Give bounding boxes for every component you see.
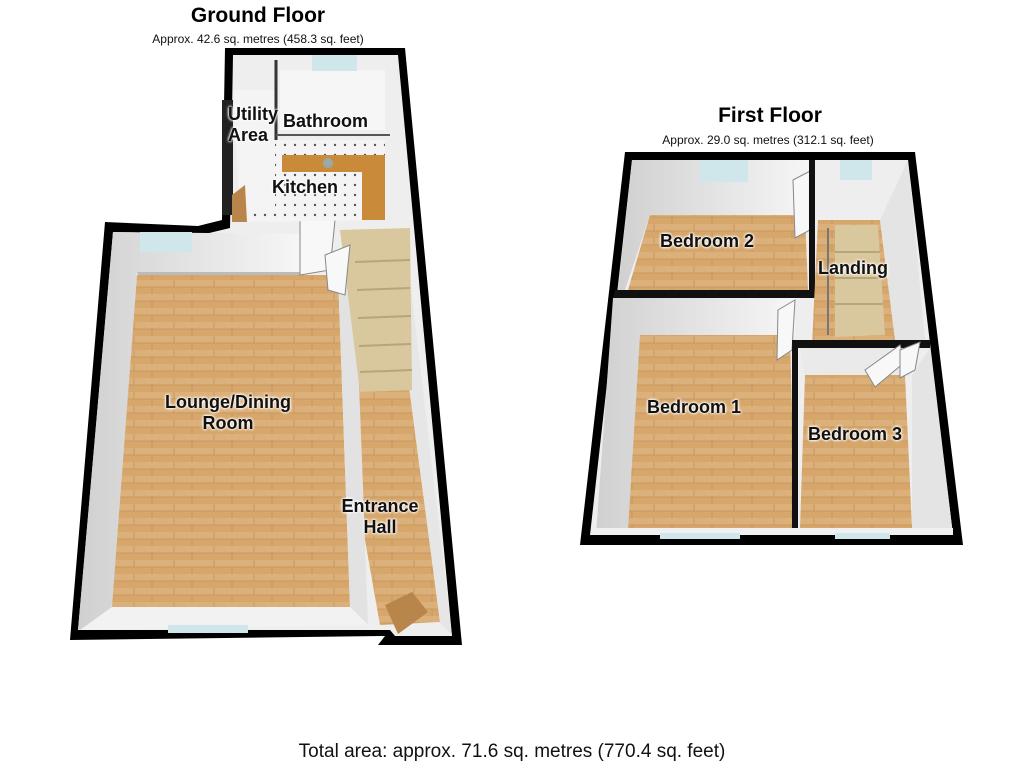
ground-staircase: [340, 228, 413, 392]
room-label-landing: Landing: [818, 258, 888, 278]
lounge-walls: [78, 232, 300, 630]
kitchen-sink: [323, 158, 333, 168]
ground-floor-plan: [70, 48, 462, 645]
hall-door: [324, 244, 351, 296]
room-label-lounge-dining: Lounge/Dining Room: [148, 392, 308, 434]
lounge-floor: [112, 275, 350, 607]
room-label-lounge-line1: Lounge/Dining: [165, 392, 291, 412]
room-label-entrance-line2: Hall: [363, 517, 397, 537]
bedroom3-window: [835, 533, 890, 539]
first-floor-area: Approx. 29.0 sq. metres (312.1 sq. feet): [662, 133, 874, 147]
lounge-window-top: [140, 232, 192, 252]
entrance-door: [385, 592, 428, 634]
bedroom2-window: [700, 160, 748, 182]
room-label-entrance-line1: Entrance: [341, 496, 419, 516]
room-label-bathroom: Bathroom: [283, 111, 368, 131]
room-label-entrance-hall: Entrance Hall: [330, 496, 430, 538]
utility-floor: [233, 90, 275, 215]
total-area: Total area: approx. 71.6 sq. metres (770…: [298, 741, 726, 762]
room-label-bedroom1: Bedroom 1: [647, 397, 742, 417]
ground-floor-area: Approx. 42.6 sq. metres (458.3 sq. feet): [152, 32, 364, 46]
landing-window: [840, 160, 872, 180]
room-label-utility-area: Utility Area: [228, 104, 278, 146]
room-label-kitchen: Kitchen: [272, 177, 339, 197]
bedroom1-window: [660, 533, 740, 539]
bedroom1-floor: [628, 335, 795, 528]
bathroom-floor: [280, 70, 385, 130]
bedroom2-floor: [628, 215, 808, 290]
kitchen-worktop: [282, 155, 385, 172]
ground-floor-title: Ground Floor: [190, 4, 326, 27]
bathroom-window: [312, 55, 357, 71]
landing-door: [899, 341, 921, 379]
room-label-bedroom2: Bedroom 2: [660, 231, 755, 251]
room-label-utility-line2: Area: [228, 125, 269, 145]
room-label-bedroom3: Bedroom 3: [808, 424, 903, 444]
bedroom2-walls: [618, 160, 810, 290]
lounge-window-bottom: [168, 625, 248, 633]
first-floor-title: First Floor: [718, 104, 822, 127]
room-label-utility-line1: Utility: [228, 104, 279, 124]
bedroom3-floor: [800, 375, 912, 528]
bedroom1-walls: [596, 298, 795, 535]
first-staircase: [835, 225, 885, 337]
first-floor-plan: [580, 152, 963, 545]
utility-door: [232, 185, 247, 222]
room-label-lounge-line2: Room: [202, 413, 254, 433]
